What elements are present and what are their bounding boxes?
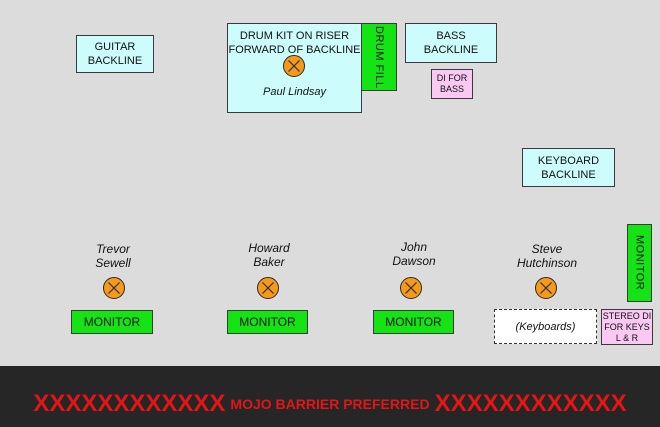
di-bass-line2: BASS	[439, 84, 464, 94]
drum-kit-line1: DRUM KIT ON RISER	[239, 30, 350, 42]
side-monitor-label: MONITOR	[633, 235, 646, 291]
drum-kit-riser: DRUM KIT ON RISER FORWARD OF BACKLINE Pa…	[227, 23, 362, 113]
stereo-di-line3: L & R	[615, 332, 639, 343]
bass-backline-line1: BASS	[436, 30, 466, 42]
drum-kit-line2: FORWARD OF BACKLINE	[228, 44, 361, 56]
barrier-x-left: XXXXXXXXXXXX	[33, 389, 226, 417]
barrier-text: MOJO BARRIER PREFERRED	[230, 395, 430, 412]
keyboards-label: (Keyboards)	[515, 320, 576, 333]
front-monitor-1: MONITOR	[71, 310, 153, 334]
drum-fill-label: DRUM FILL	[373, 25, 385, 89]
musician-2-first: Howard	[248, 241, 290, 255]
stage-plot: GUITAR BACKLINE DRUM KIT ON RISER FORWAR…	[58, 23, 653, 345]
stereo-di-for-keys: STEREO DI FOR KEYS L & R	[601, 309, 653, 345]
keyboards-position: (Keyboards)	[494, 309, 597, 344]
mojo-barrier-banner: XXXXXXXXXXXX MOJO BARRIER PREFERRED XXXX…	[0, 366, 660, 427]
side-monitor: MONITOR	[627, 224, 652, 302]
musician-1-last: Sewell	[95, 256, 131, 270]
keyboard-backline: KEYBOARD BACKLINE	[522, 148, 615, 187]
front-monitor-3: MONITOR	[373, 310, 454, 334]
di-bass-line1: DI FOR	[436, 73, 468, 83]
barrier-x-right: XXXXXXXXXXXX	[434, 389, 627, 417]
front-monitor-2-label: MONITOR	[239, 315, 296, 329]
musician-3-last: Dawson	[392, 254, 436, 268]
musician-2-last: Baker	[253, 255, 285, 269]
drum-player-name: Paul Lindsay	[263, 86, 326, 98]
drum-fill-monitor: DRUM FILL	[361, 23, 397, 91]
bass-backline: BASS BACKLINE	[405, 23, 497, 63]
vocal-mic-icon-4	[535, 277, 557, 299]
stereo-di-line2: FOR KEYS	[604, 321, 650, 332]
bass-backline-line2: BACKLINE	[423, 44, 479, 56]
vocal-mic-icon-1	[103, 277, 125, 299]
front-monitor-1-label: MONITOR	[83, 315, 141, 329]
front-monitor-3-label: MONITOR	[385, 315, 442, 329]
guitar-backline-line1: GUITAR	[94, 41, 136, 53]
keyboard-backline-line1: KEYBOARD	[537, 154, 600, 167]
guitar-backline: GUITAR BACKLINE	[76, 35, 154, 73]
vocal-mic-icon-3	[400, 277, 422, 299]
musician-3-first: John	[400, 240, 428, 254]
di-for-bass: DI FOR BASS	[431, 69, 473, 99]
musician-4-first: Steve	[531, 242, 563, 256]
front-monitor-2: MONITOR	[227, 310, 308, 334]
stereo-di-line1: STEREO DI	[602, 310, 652, 321]
musician-name-2: Howard Baker	[214, 241, 324, 269]
vocal-mic-icon-2	[257, 277, 279, 299]
musician-1-first: Trevor	[96, 242, 130, 256]
musician-name-3: John Dawson	[359, 240, 469, 268]
musician-name-4: Steve Hutchinson	[492, 242, 602, 270]
drum-mic-icon	[283, 55, 305, 77]
keyboard-backline-line2: BACKLINE	[541, 168, 596, 181]
musician-4-last: Hutchinson	[516, 256, 578, 270]
guitar-backline-line2: BACKLINE	[87, 55, 143, 67]
musician-name-1: Trevor Sewell	[58, 242, 168, 270]
